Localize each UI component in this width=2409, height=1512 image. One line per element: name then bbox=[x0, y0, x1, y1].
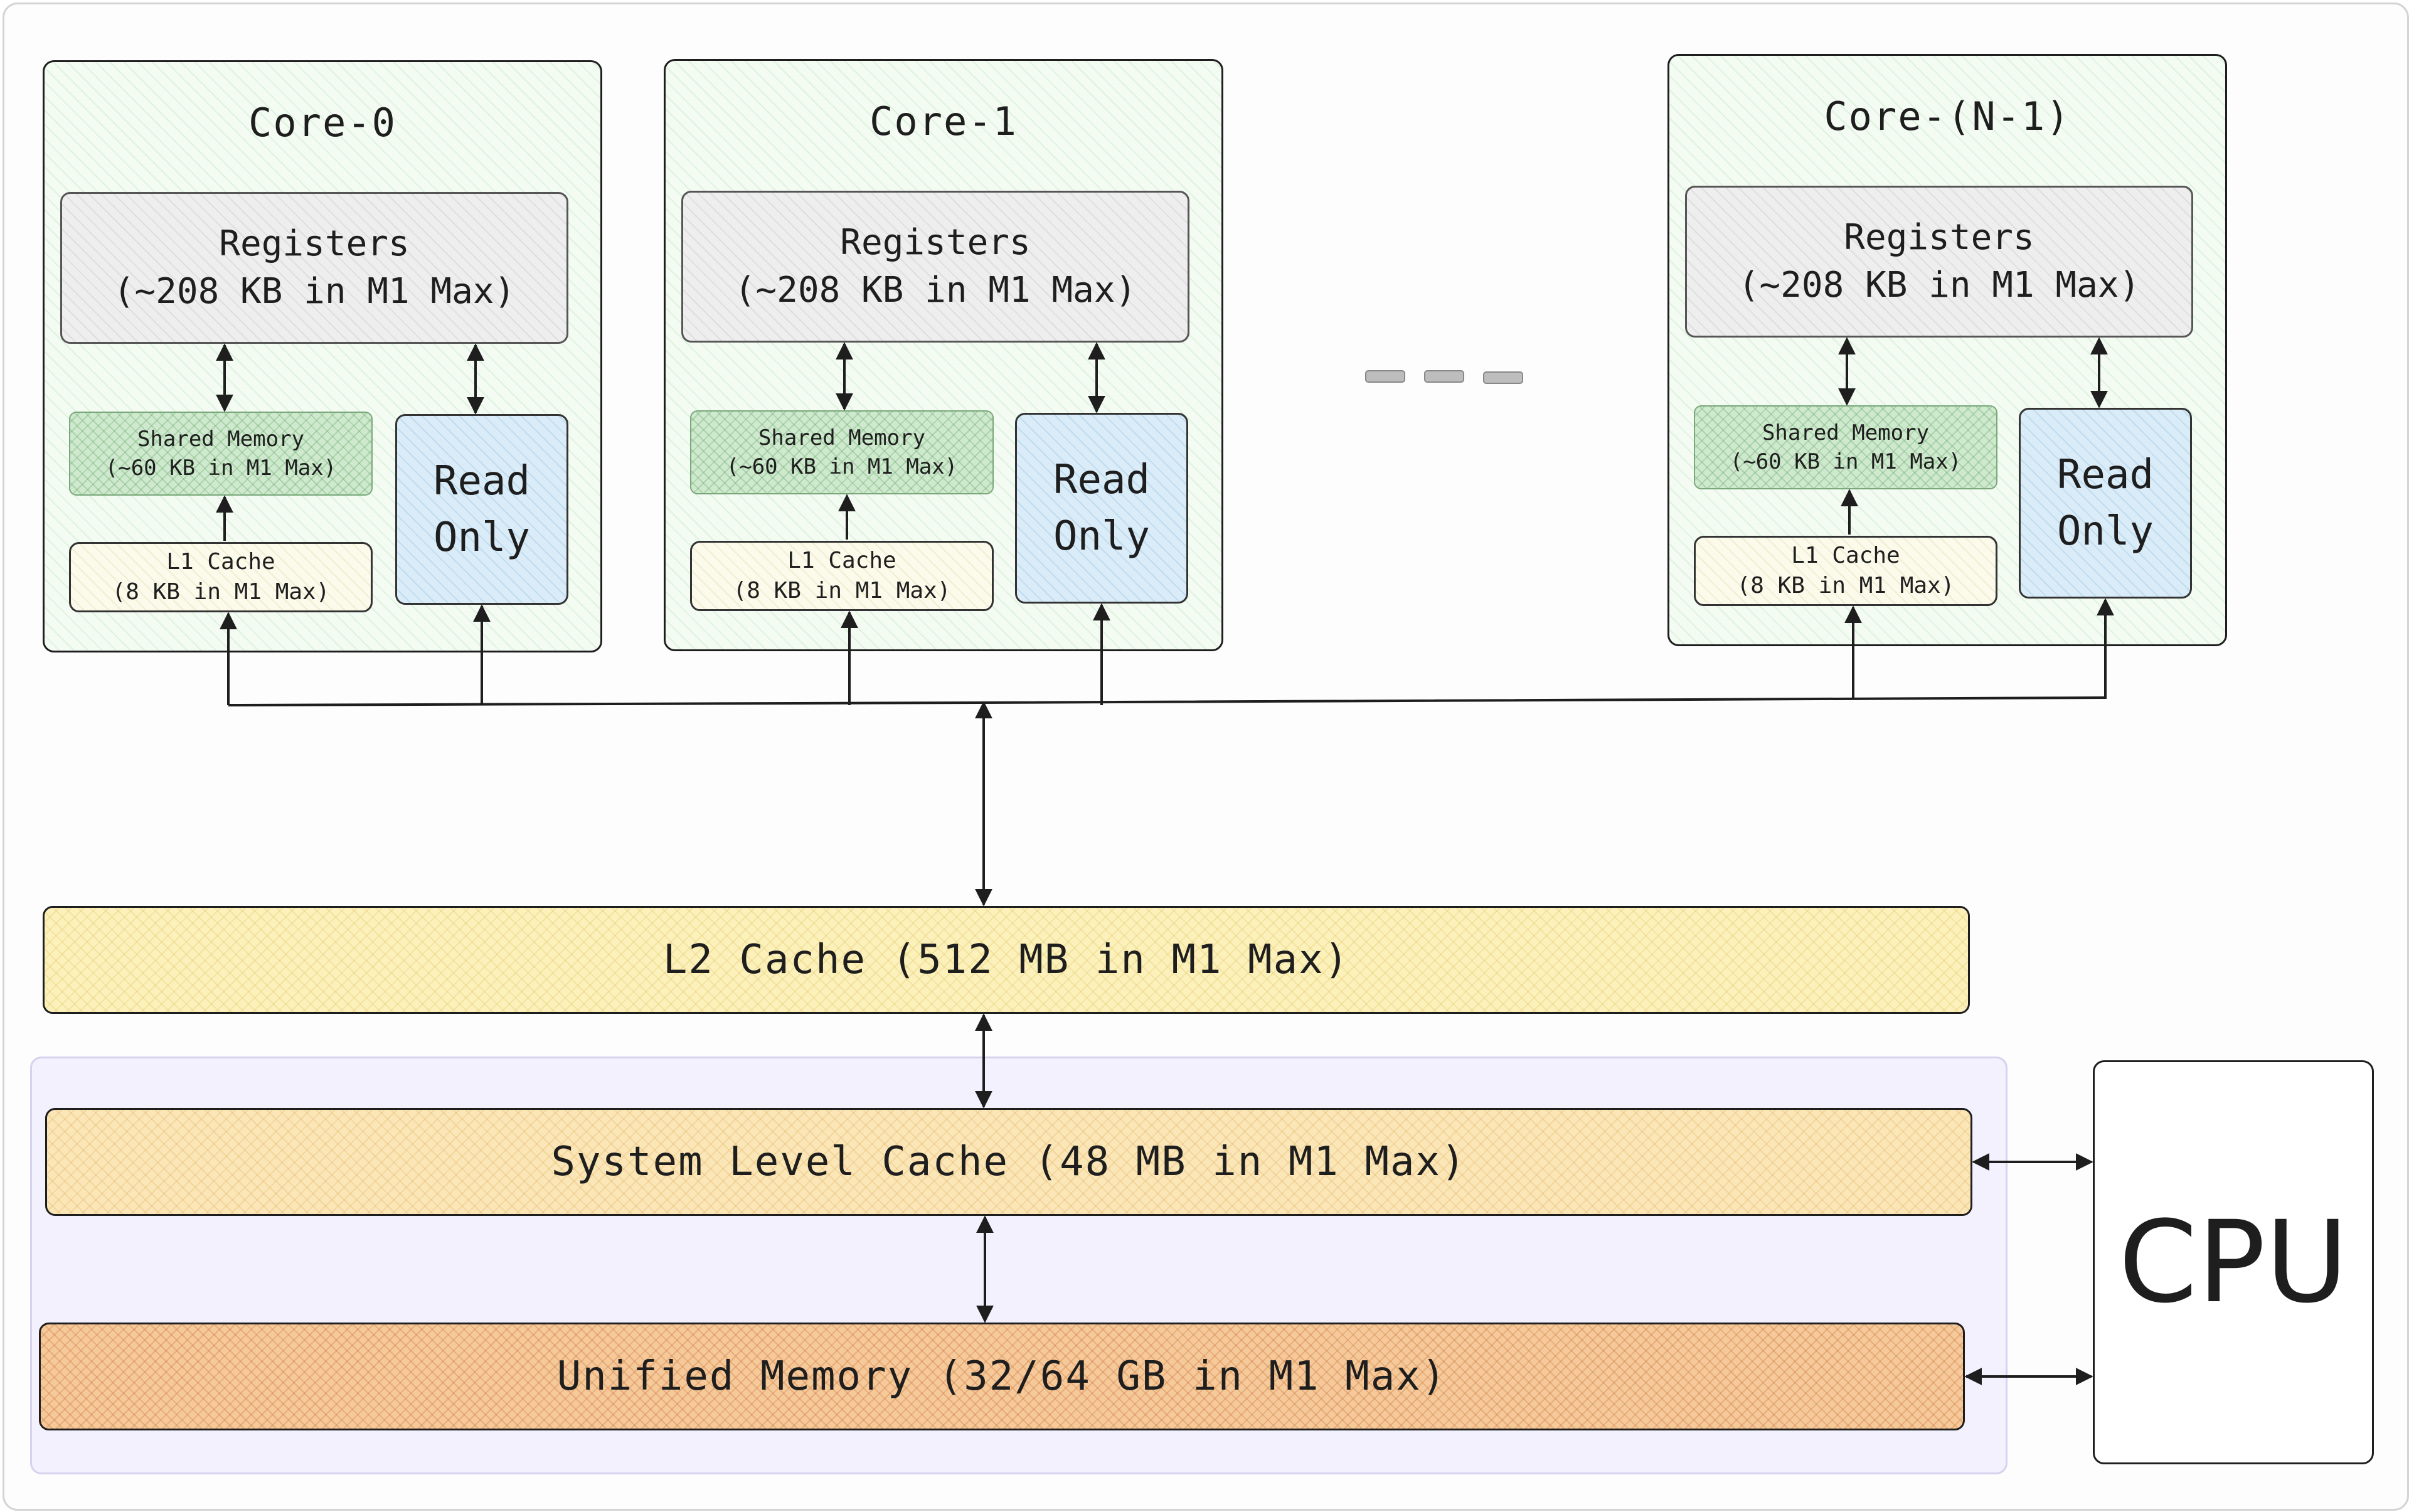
l2-cache-block: L2 Cache (512 MB in M1 Max) bbox=[43, 906, 1970, 1014]
core-title: Core-1 bbox=[869, 98, 1018, 144]
l1-cache-block: L1 Cache (8 KB in M1 Max) bbox=[1694, 536, 1997, 606]
registers-block: Registers (~208 KB in M1 Max) bbox=[60, 192, 568, 344]
core-title: Core-0 bbox=[248, 100, 396, 146]
ellipsis-dash bbox=[1483, 371, 1523, 384]
system-level-cache-block: System Level Cache (48 MB in M1 Max) bbox=[45, 1108, 1972, 1216]
core-bus-line bbox=[228, 696, 2106, 706]
ellipsis-dash bbox=[1365, 370, 1405, 383]
registers-block: Registers (~208 KB in M1 Max) bbox=[1685, 186, 2193, 338]
shared-memory-block: Shared Memory (~60 KB in M1 Max) bbox=[1694, 405, 1997, 489]
ellipsis-dash bbox=[1424, 370, 1464, 383]
l1-cache-block: L1 Cache (8 KB in M1 Max) bbox=[690, 541, 994, 611]
read-only-block: Read Only bbox=[1015, 413, 1188, 604]
cpu-block: CPU bbox=[2093, 1060, 2374, 1464]
registers-block: Registers (~208 KB in M1 Max) bbox=[681, 191, 1189, 343]
read-only-block: Read Only bbox=[2019, 408, 2192, 599]
unified-memory-block: Unified Memory (32/64 GB in M1 Max) bbox=[39, 1323, 1965, 1430]
l1-cache-block: L1 Cache (8 KB in M1 Max) bbox=[69, 542, 373, 612]
shared-memory-block: Shared Memory (~60 KB in M1 Max) bbox=[690, 410, 994, 494]
read-only-block: Read Only bbox=[395, 414, 568, 605]
shared-memory-block: Shared Memory (~60 KB in M1 Max) bbox=[69, 412, 373, 496]
core-title: Core-(N-1) bbox=[1824, 93, 2071, 139]
